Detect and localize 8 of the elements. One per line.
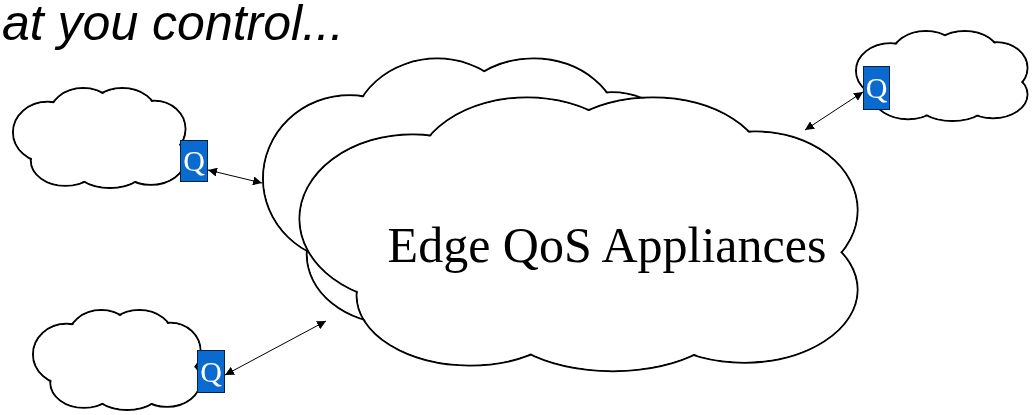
- heading: at you control...: [2, 0, 344, 51]
- double-arrow: [804, 91, 864, 131]
- double-arrow: [207, 167, 263, 186]
- q-badge: Q: [180, 140, 208, 182]
- double-arrow: [224, 320, 327, 376]
- q-badge: Q: [863, 66, 890, 110]
- q-badge: Q: [197, 350, 225, 393]
- cloud-label: Edge QoS Appliances: [387, 216, 827, 274]
